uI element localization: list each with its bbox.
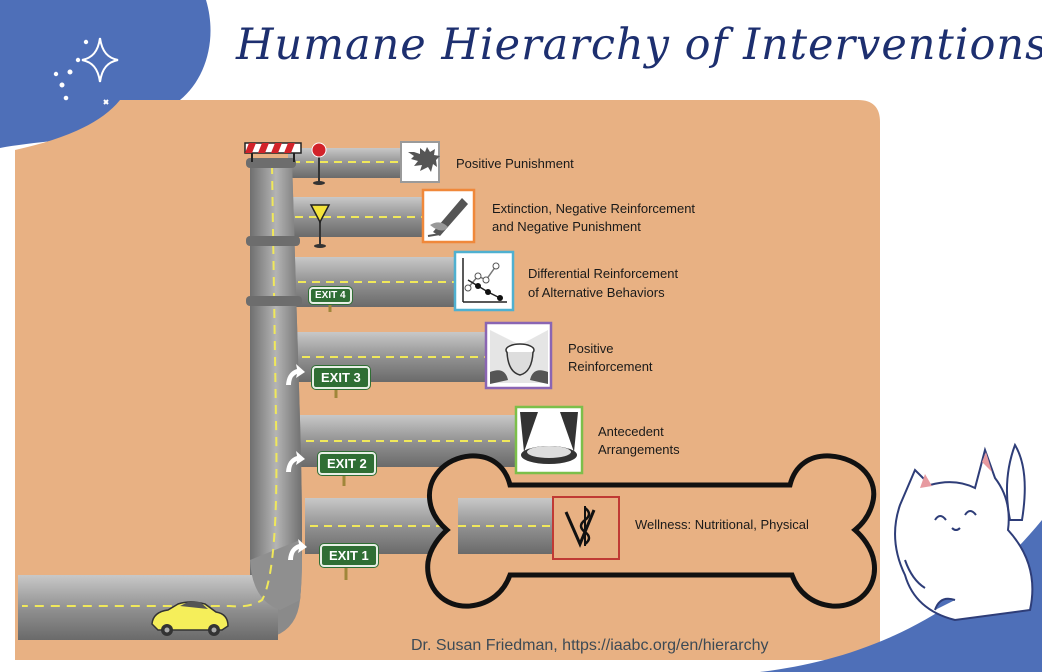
level-5-label-line2: and Negative Punishment	[492, 219, 641, 234]
page-title: Humane Hierarchy of Interventions	[236, 20, 1042, 70]
bone-outline	[425, 453, 877, 609]
level-5-label-line1: Extinction, Negative Reinforcement	[492, 201, 696, 216]
icon-extinction	[421, 188, 476, 244]
sparkle-icon	[53, 37, 119, 105]
level-6-label: Positive Punishment	[456, 156, 574, 171]
roadblock-icon	[244, 142, 302, 162]
level-4-label-line1: Differential Reinforcement	[528, 266, 679, 281]
stop-sign-icon	[311, 142, 327, 185]
cat-illustration	[894, 442, 1034, 622]
icon-differential-reinforcement	[453, 250, 515, 312]
level-3-label-line2: Reinforcement	[568, 359, 653, 374]
icon-punishment	[400, 141, 440, 183]
icon-positive-reinforcement	[484, 321, 553, 390]
level-4-label-line2: of Alternative Behaviors	[528, 285, 665, 300]
exit-2-sign: EXIT 2	[318, 452, 376, 475]
yield-sign-icon	[309, 204, 331, 248]
road-inside-bone	[458, 498, 558, 554]
icon-antecedent-arrangements	[514, 405, 584, 475]
exit-1-sign: EXIT 1	[320, 544, 378, 567]
level-1-label: Wellness: Nutritional, Physical	[635, 517, 809, 532]
credit-text: Dr. Susan Friedman, https://iaabc.org/en…	[411, 637, 769, 654]
exit-3-sign: EXIT 3	[312, 366, 370, 389]
caduceus-icon	[552, 496, 620, 560]
turn-arrows	[286, 364, 307, 560]
level-3-label-line1: Positive	[568, 341, 614, 356]
exit-4-sign: EXIT 4	[309, 287, 352, 304]
level-2-label-line1: Antecedent	[598, 424, 664, 439]
corner-blob-bottom-right	[760, 520, 1042, 672]
level-2-label-line2: Arrangements	[598, 442, 680, 457]
car-illustration	[151, 601, 229, 636]
